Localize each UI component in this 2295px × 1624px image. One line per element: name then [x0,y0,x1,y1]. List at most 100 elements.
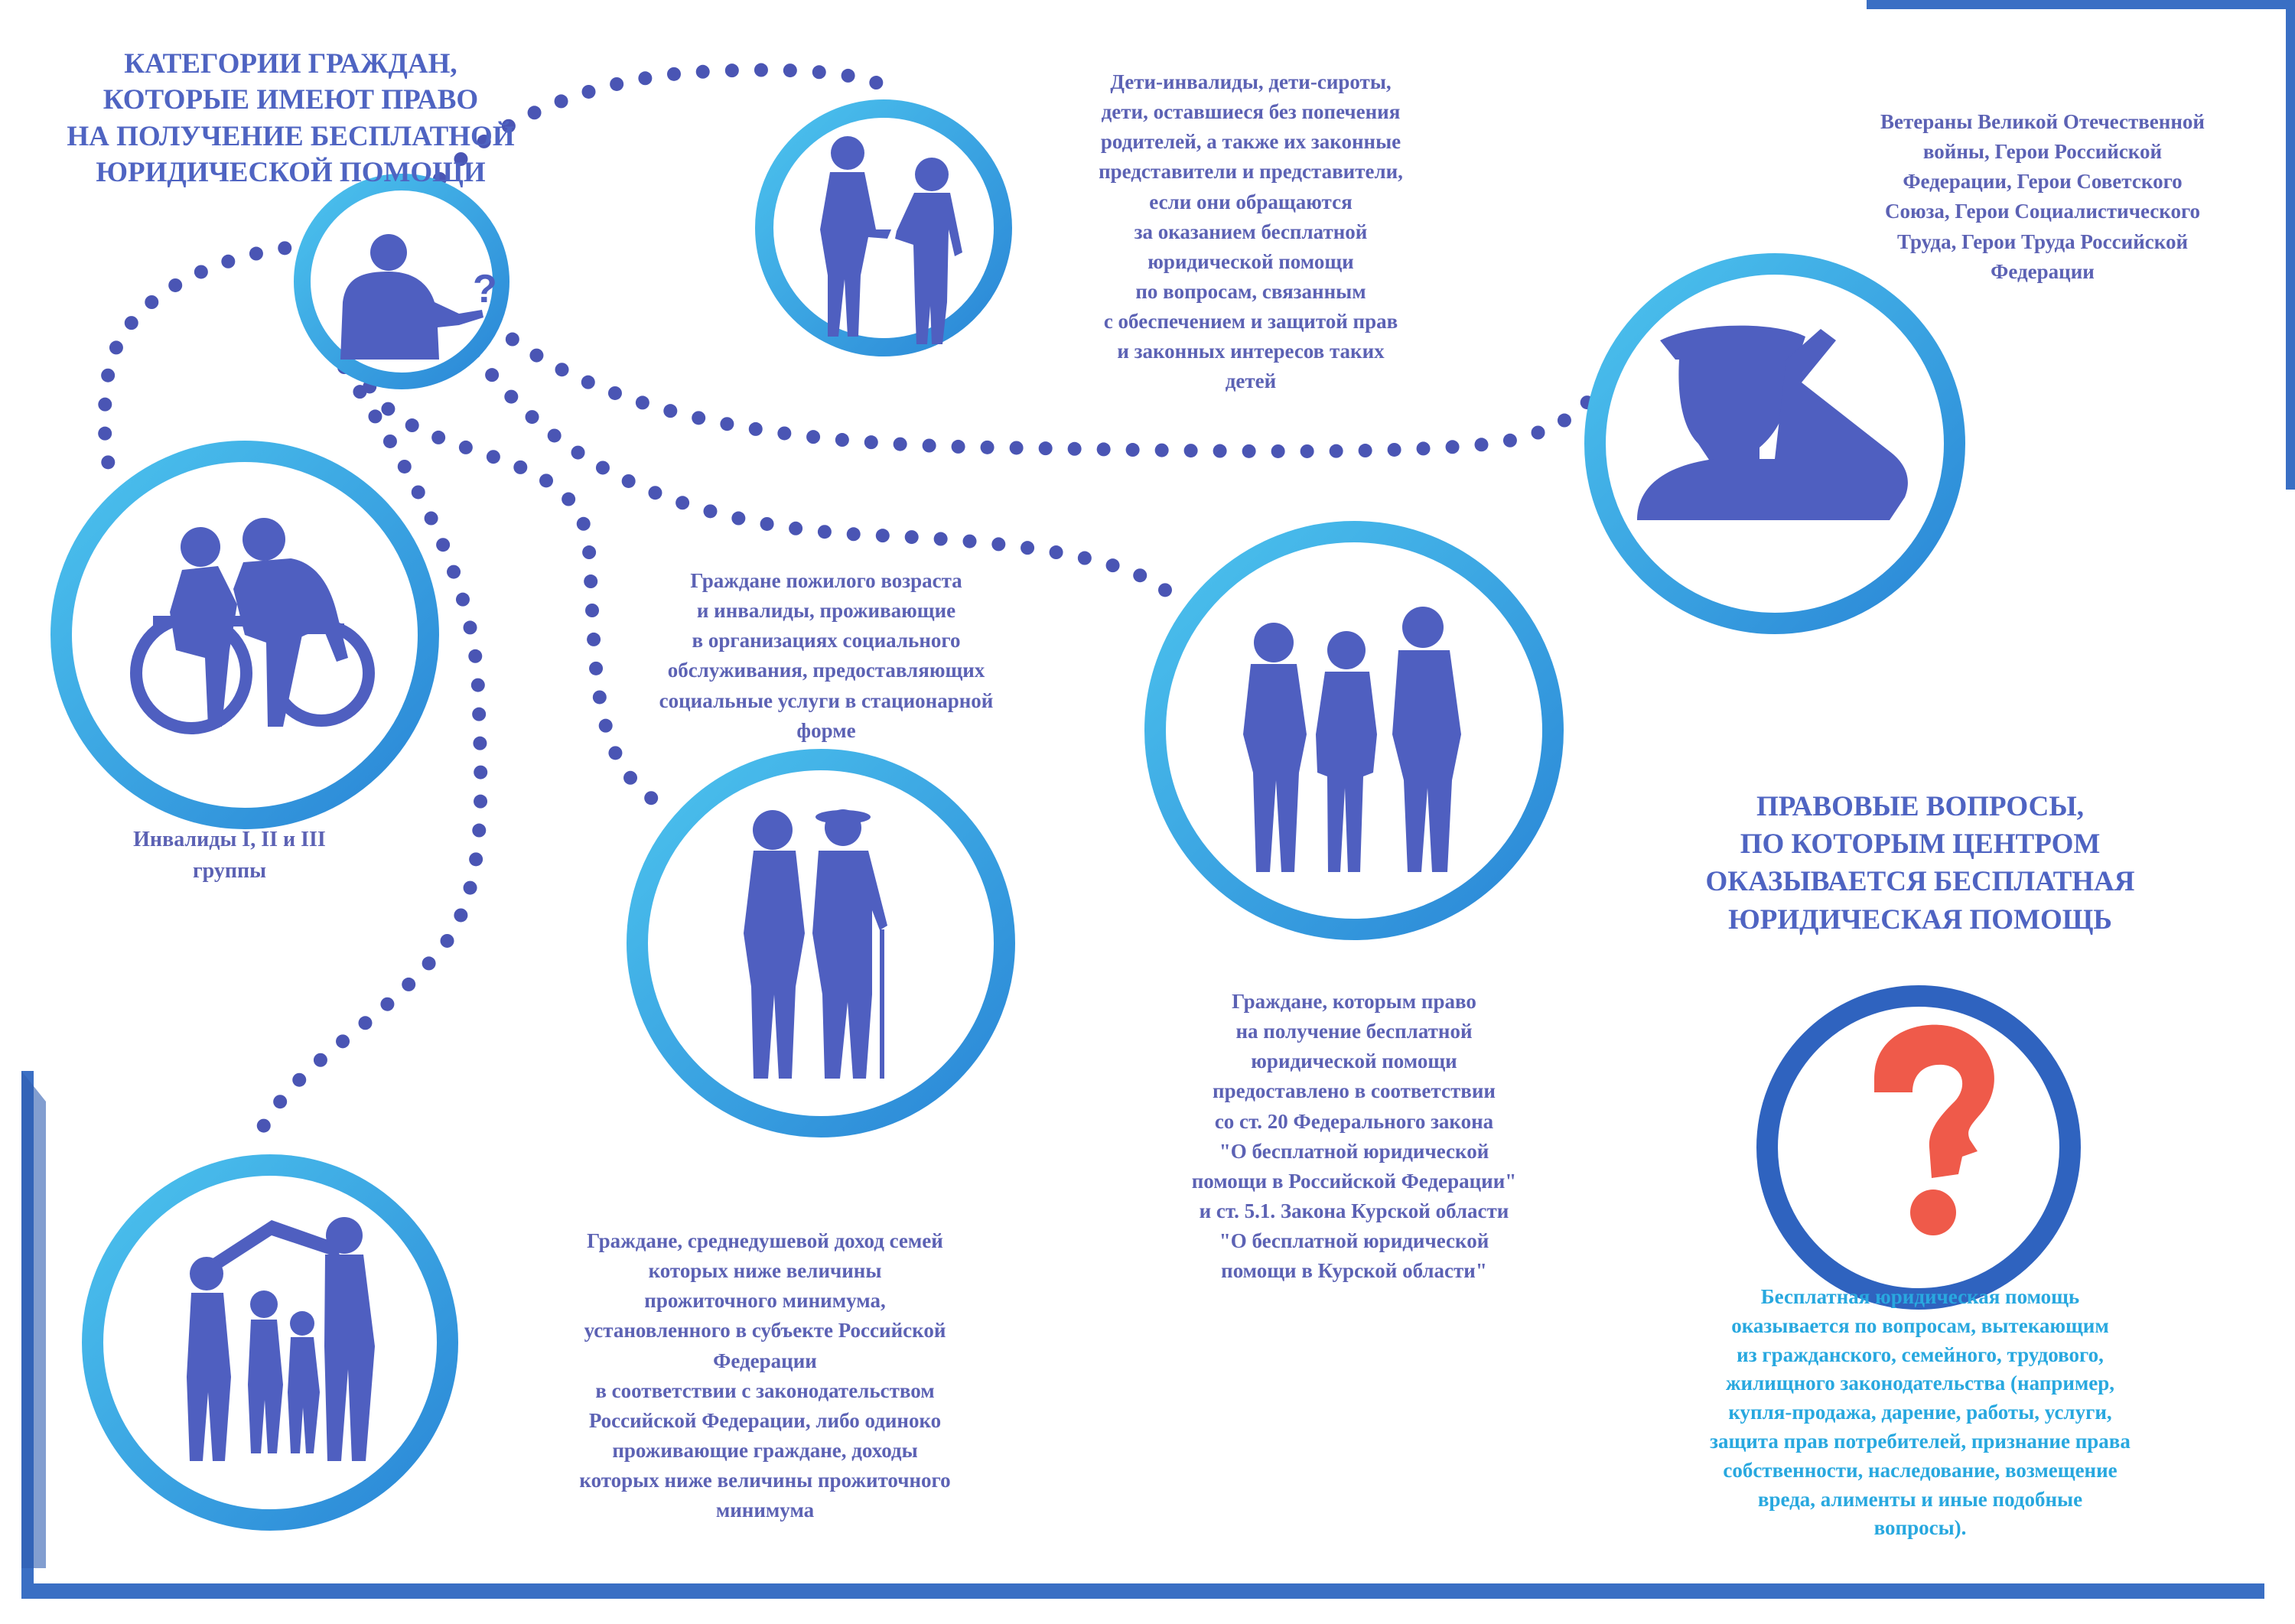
children-line: с обеспечением и защитой прав [1103,310,1398,334]
children-ring [755,99,1012,356]
lowincome-description: Граждане, среднедушевой доход семей кото… [520,1226,1010,1525]
disabled-line: группы [192,858,267,883]
federal-line: со ст. 20 Федерального закона [1214,1109,1494,1133]
disabled-description: Инвалиды I, II и III группы [84,825,375,887]
lowincome-line: Федерации [713,1349,817,1372]
federal-line: юридической помощи [1251,1050,1457,1073]
categories-heading-line: КАТЕГОРИИ ГРАЖДАН, [124,48,457,80]
legal-line: купля-продажа, дарение, работы, услуги, [1728,1401,2112,1424]
legal-circle [1756,985,2081,1310]
veterans-line: войны, Герои Российской [1922,140,2163,164]
legal-heading: ПРАВОВЫЕ ВОПРОСЫ, ПО КОТОРЫМ ЦЕНТРОМ ОКА… [1660,788,2180,939]
frame-corner-bottom-left-accent [21,1071,46,1568]
center-circle: ? [294,174,509,389]
family-house-icon [187,1217,375,1461]
children-description: Дети-инвалиды, дети-сироты, дети, оставш… [1033,67,1469,397]
question-head-icon [1874,1024,1994,1235]
elderly-couple-icon [744,809,887,1079]
federal-line: на получение бесплатной [1235,1020,1473,1043]
lowincome-line: которых ниже величины [648,1259,882,1283]
children-line: по вопросам, связанным [1135,279,1366,303]
children-line: представители и представители, [1099,160,1403,184]
connector-federal [467,345,1185,611]
children-circle [755,99,1012,356]
children-line: дети, оставшиеся без попечения [1101,100,1401,124]
legal-line: вопросы). [1873,1516,1967,1540]
lowincome-line: Граждане, среднедушевой доход семей [587,1229,943,1252]
lowincome-line: проживающие граждане, доходы [612,1438,918,1462]
elderly-line: и инвалиды, проживающие [696,599,956,623]
legal-heading-line: ПО КОТОРЫМ ЦЕНТРОМ [1740,828,2101,861]
legal-line: Бесплатная юридическая помощь [1760,1285,2080,1308]
federal-circle [1144,521,1564,940]
legal-heading-line: ПРАВОВЫЕ ВОПРОСЫ, [1756,791,2084,822]
lowincome-line: в соответствии с законодательством [595,1378,935,1402]
federal-line: предоставлено в соответствии [1213,1079,1496,1103]
categories-heading: КАТЕГОРИИ ГРАЖДАН, КОТОРЫЕ ИМЕЮТ ПРАВО Н… [54,46,528,190]
lowincome-line: которых ниже величины прожиточного [579,1469,951,1492]
elderly-circle [627,749,1015,1137]
connector-children [387,63,894,259]
legal-line: защита прав потребителей, признание прав… [1710,1429,2131,1453]
children-line: если они обращаются [1149,190,1353,213]
federal-line: помощи в Курской области" [1221,1259,1487,1283]
federal-line: помощи в Российской Федерации" [1191,1169,1517,1193]
legal-ring [1756,985,2081,1310]
disabled-circle [50,441,439,829]
veterans-line: Федерации, Герои Советского [1903,170,2183,194]
children-line: за оказанием бесплатной [1134,220,1368,243]
connector-veterans [483,314,1598,458]
children-holding-hands-icon [820,136,962,344]
disabled-line: Инвалиды I, II и III [133,828,326,851]
connector-elderly [353,353,680,818]
legal-line: из гражданского, семейного, трудового, [1737,1342,2104,1366]
lowincome-line: Российской Федерации, либо одиноко [588,1408,942,1432]
saluting-soldier-icon [1637,325,1908,520]
person-question-icon: ? [340,234,497,360]
children-line: Дети-инвалиды, дети-сироты, [1110,70,1392,93]
wheelchair-couple-icon [130,518,375,734]
legal-description: Бесплатная юридическая помощь оказываетс… [1645,1283,2196,1543]
elderly-line: в организациях социального [692,629,961,653]
elderly-line: форме [796,718,856,742]
veterans-line: Ветераны Великой Отечественной [1880,110,2205,133]
legal-heading-line: ОКАЗЫВАЕТСЯ БЕСПЛАТНАЯ [1705,866,2135,898]
dotted-connectors [97,63,1598,1154]
veterans-ring [1584,253,1965,634]
legal-line: вреда, алименты и иные подобные [1757,1487,2083,1511]
federal-line: и ст. 5.1. Закона Курской области [1199,1199,1509,1222]
connector-lowincome [246,360,488,1154]
legal-line: оказывается по вопросам, вытекающим [1731,1313,2109,1337]
legal-line: жилищного законодательства (например, [1725,1372,2115,1395]
federal-line: "О бесплатной юридической [1219,1139,1489,1163]
elderly-line: Граждане пожилого возраста [690,569,962,592]
children-line: и законных интересов таких [1117,340,1385,363]
elderly-description: Граждане пожилого возраста и инвалиды, п… [604,566,1048,746]
veterans-line: Федерации [1991,259,2095,283]
legal-line: собственности, наследование, возмещение [1723,1458,2118,1482]
federal-description: Граждане, которым право на получение бес… [1148,987,1561,1286]
categories-heading-line: КОТОРЫЕ ИМЕЮТ ПРАВО [103,84,479,116]
lowincome-line: минимума [715,1499,815,1522]
lowincome-line: установленного в субъекте Российской [584,1319,946,1342]
federal-line: "О бесплатной юридической [1219,1229,1489,1253]
veterans-description: Ветераны Великой Отечественной войны, Ге… [1821,107,2264,287]
federal-line: Граждане, которым право [1232,990,1476,1013]
children-line: родителей, а также их законные [1100,130,1401,154]
veterans-line: Труда, Герои Труда Российской [1896,229,2189,253]
svg-text:?: ? [473,267,497,311]
three-people-icon [1243,607,1461,872]
legal-heading-line: ЮРИДИЧЕСКАЯ ПОМОЩЬ [1728,903,2112,936]
children-line: юридической помощи [1148,249,1354,273]
connector-disabled [97,238,321,496]
elderly-line: обслуживания, предоставляющих [667,659,985,682]
children-line: детей [1225,369,1277,393]
lowincome-circle [82,1154,458,1531]
categories-heading-line: НА ПОЛУЧЕНИЕ БЕСПЛАТНОЙ [67,120,515,152]
veterans-circle [1584,253,1965,634]
elderly-line: социальные услуги в стационарной [659,688,994,712]
categories-heading-line: ЮРИДИЧЕСКОЙ ПОМОЩИ [96,157,486,189]
veterans-line: Союза, Герои Социалистического [1884,200,2201,223]
